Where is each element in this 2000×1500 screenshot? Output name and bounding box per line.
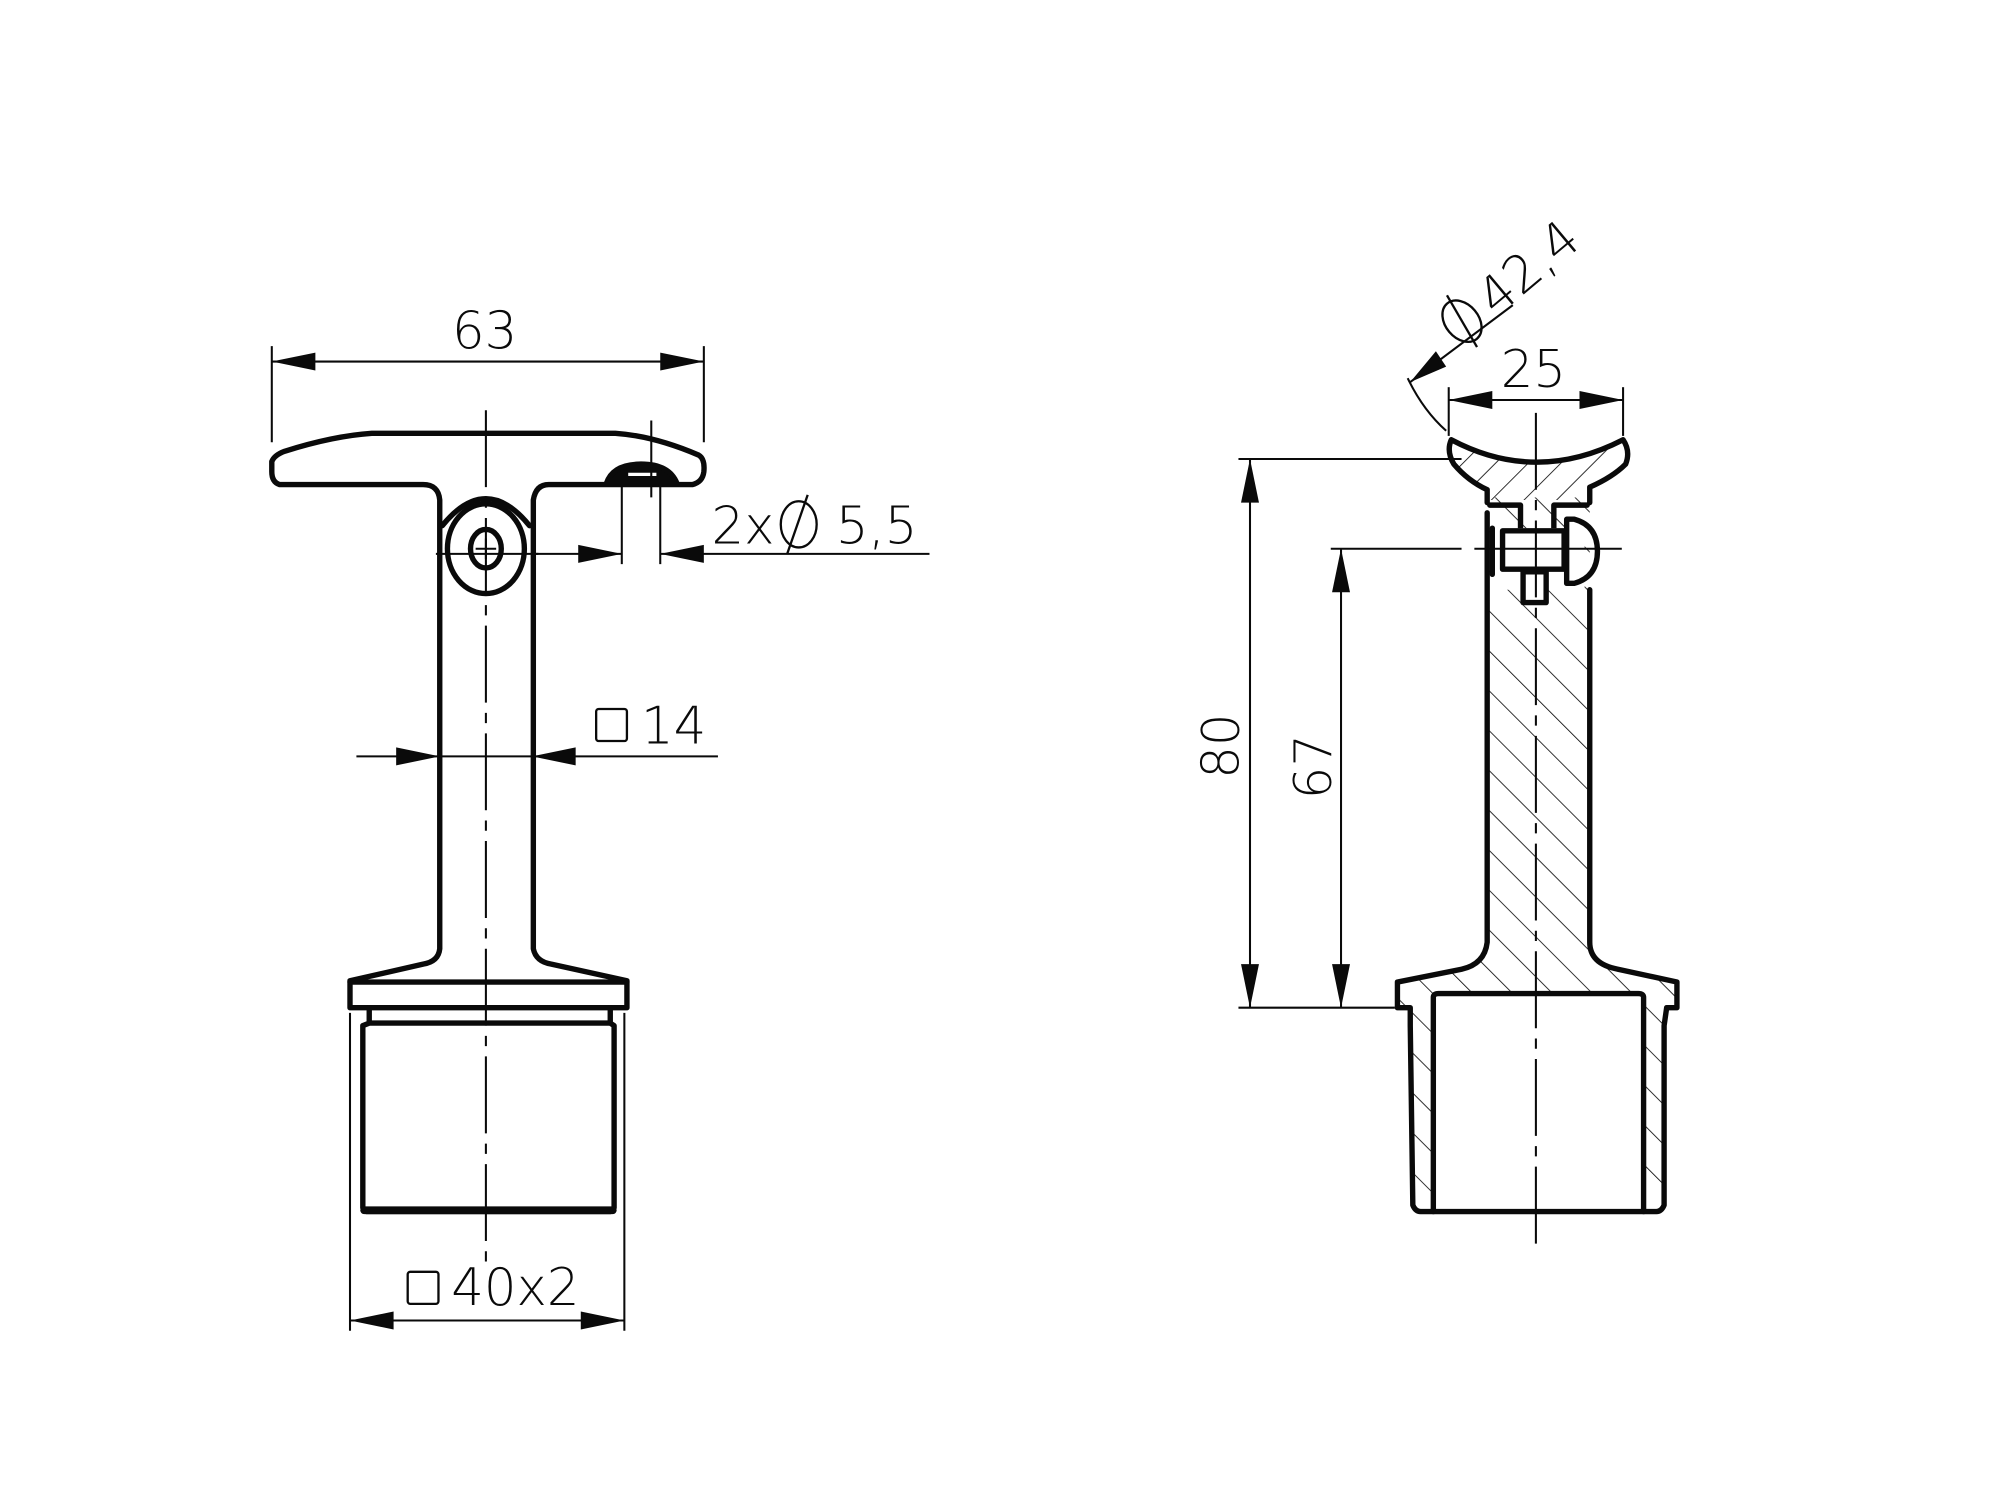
dim-14-text: 14: [641, 697, 706, 757]
side-section-view: 42,4 25 80 67: [1191, 208, 1680, 1250]
dim-67-text: 67: [1284, 734, 1344, 799]
dimension-80: 80: [1191, 457, 1462, 1009]
dim-63-text: 63: [452, 302, 517, 362]
top-bar-outline: [269, 430, 707, 1011]
dim-holes-prefix: 2x: [712, 497, 775, 557]
dim-42-4-text: 42,4: [1466, 208, 1592, 327]
dimension-25: 25: [1447, 340, 1625, 436]
dim-holes-value: 5,5: [836, 497, 918, 557]
pivot-bolt: [1489, 516, 1601, 606]
saddle-outline: [1446, 437, 1631, 506]
dim-80-text: 80: [1191, 714, 1251, 779]
dim-40x2-text: 40x2: [451, 1258, 579, 1318]
diameter-symbol-icon: [779, 494, 818, 555]
tube-outline: [360, 1005, 617, 1215]
pivot-joint: [435, 496, 539, 597]
dimension-63: 63: [270, 302, 705, 443]
dim-25-text: 25: [1501, 340, 1566, 400]
dimension-67: 67: [1284, 547, 1462, 1008]
square-symbol-icon: [595, 707, 629, 743]
dimension-40x2: 40x2: [348, 1012, 626, 1331]
front-view: 63 2x 5,5 14: [269, 302, 930, 1331]
dimension-hole-diameter: 2x 5,5: [535, 469, 930, 565]
dimension-14: 14: [356, 697, 718, 766]
square-symbol-icon: [406, 1270, 440, 1305]
stem-outline: [1394, 510, 1680, 1215]
diameter-symbol-icon: [1441, 294, 1483, 348]
